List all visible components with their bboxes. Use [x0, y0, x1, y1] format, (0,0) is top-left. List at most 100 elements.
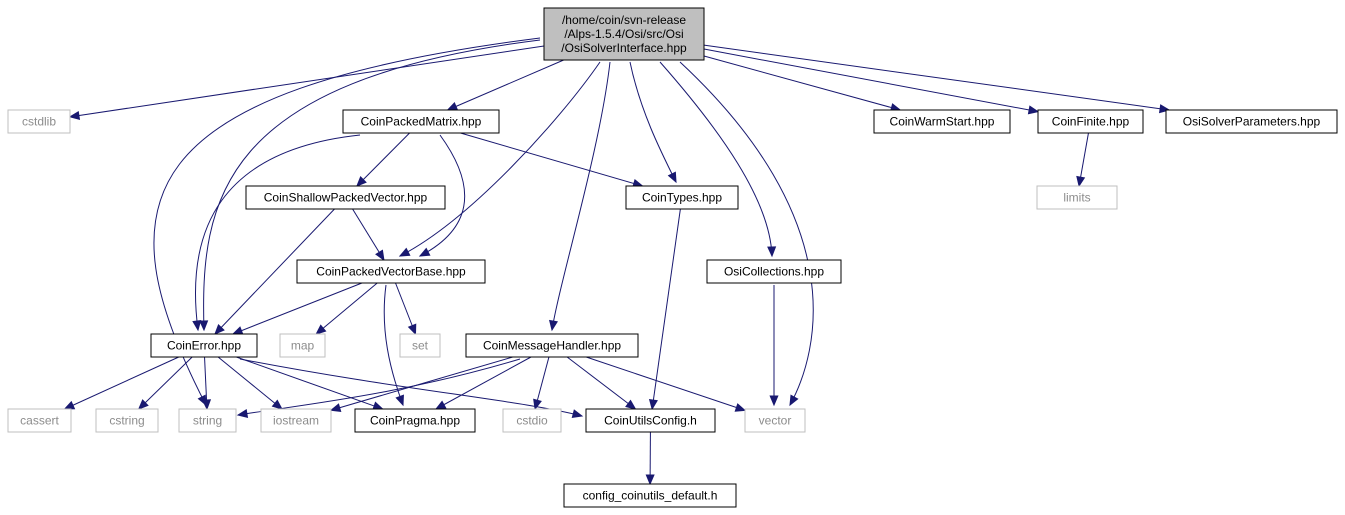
edge-coin-types-to-coin-utils-config — [648, 208, 681, 411]
node-set: set — [399, 333, 441, 358]
edge-root-to-osi-solver-parameters — [703, 44, 1171, 114]
node-coin-shallow-packed-vector[interactable]: CoinShallowPackedVector.hpp — [245, 185, 446, 210]
edge-root-to-coin-error — [199, 39, 541, 332]
node-box — [1037, 109, 1144, 134]
node-box — [744, 408, 806, 433]
node-label: cstdlib — [22, 115, 56, 129]
node-box — [543, 7, 705, 61]
edge-coin-error-to-string — [201, 356, 212, 411]
node-label: CoinShallowPackedVector.hpp — [264, 191, 428, 205]
edge-coin-message-handler-to-cstdio — [533, 356, 550, 411]
edge-root-to-osi-collections — [659, 61, 777, 258]
node-label: CoinPragma.hpp — [370, 414, 460, 428]
node-box — [1165, 109, 1338, 134]
node-label: OsiCollections.hpp — [724, 265, 824, 279]
edge-root-to-coin-finite — [703, 48, 1040, 115]
edge-coin-message-handler-to-vector — [586, 356, 747, 412]
nodes-layer: /home/coin/svn-release/Alps-1.5.4/Osi/sr… — [7, 7, 1338, 508]
node-label: CoinWarmStart.hpp — [890, 115, 995, 129]
node-coin-packed-matrix[interactable]: CoinPackedMatrix.hpp — [342, 109, 500, 134]
node-box — [342, 109, 500, 134]
node-box — [296, 259, 486, 284]
node-coin-message-handler[interactable]: CoinMessageHandler.hpp — [465, 333, 639, 358]
node-cassert: cassert — [7, 408, 72, 433]
node-limits: limits — [1036, 185, 1118, 210]
node-box — [585, 408, 716, 433]
node-cstdlib: cstdlib — [7, 109, 71, 134]
edge-coin-message-handler-to-iostream — [329, 356, 513, 412]
node-label: map — [291, 339, 315, 353]
edge-root-to-coin-message-handler — [549, 61, 611, 332]
node-label: cassert — [20, 414, 59, 428]
node-box — [706, 259, 842, 284]
node-box — [150, 333, 258, 358]
node-box — [7, 408, 72, 433]
node-coin-pragma[interactable]: CoinPragma.hpp — [354, 408, 476, 433]
node-osi-collections[interactable]: OsiCollections.hpp — [706, 259, 842, 284]
edge-coin-packed-matrix-to-coin-shallow-packed-vector — [356, 132, 410, 187]
node-label: CoinPackedMatrix.hpp — [361, 115, 482, 129]
edge-root-to-coin-packed-matrix — [446, 59, 564, 111]
edge-coin-error-to-iostream — [217, 356, 283, 410]
edge-coin-shallow-packed-vector-to-coin-packed-vector-base — [352, 208, 385, 262]
node-box — [245, 185, 446, 210]
node-label: CoinFinite.hpp — [1052, 115, 1130, 129]
node-box — [399, 333, 441, 358]
node-box — [354, 408, 476, 433]
edge-coin-message-handler-to-coin-pragma — [434, 356, 532, 410]
node-config-coinutils-default[interactable]: config_coinutils_default.h — [563, 483, 737, 508]
node-coin-packed-vector-base[interactable]: CoinPackedVectorBase.hpp — [296, 259, 486, 284]
node-vector: vector — [744, 408, 806, 433]
node-label: cstdio — [516, 414, 548, 428]
node-label: /OsiSolverInterface.hpp — [561, 41, 687, 55]
edge-coin-packed-vector-base-to-set — [395, 282, 417, 336]
node-box — [279, 333, 326, 358]
node-label: OsiSolverParameters.hpp — [1183, 115, 1321, 129]
node-coin-error[interactable]: CoinError.hpp — [150, 333, 258, 358]
node-box — [95, 408, 159, 433]
node-box — [625, 185, 739, 210]
node-label: CoinPackedVectorBase.hpp — [316, 265, 466, 279]
node-box — [1036, 185, 1118, 210]
edge-coin-shallow-packed-vector-to-coin-error — [214, 208, 335, 335]
node-box — [502, 408, 562, 433]
node-coin-warm-start[interactable]: CoinWarmStart.hpp — [873, 109, 1011, 134]
node-cstring: cstring — [95, 408, 159, 433]
node-box — [7, 109, 71, 134]
node-box — [178, 408, 237, 433]
edge-coin-message-handler-to-coin-utils-config — [566, 356, 637, 410]
node-label: cstring — [109, 414, 144, 428]
node-coin-finite[interactable]: CoinFinite.hpp — [1037, 109, 1144, 134]
edge-coin-utils-config-to-config-coinutils-default — [645, 431, 655, 486]
node-label: CoinMessageHandler.hpp — [483, 339, 621, 353]
node-label: set — [412, 339, 429, 353]
edge-coin-packed-vector-base-to-coin-error — [231, 282, 363, 335]
edge-coin-error-to-coin-pragma — [236, 356, 384, 411]
edge-coin-packed-vector-base-to-coin-pragma — [383, 284, 404, 407]
node-cstdio: cstdio — [502, 408, 562, 433]
node-box — [465, 333, 639, 358]
edge-osi-collections-to-vector — [769, 284, 779, 407]
edge-root-to-coin-warm-start — [703, 55, 902, 112]
node-coin-types[interactable]: CoinTypes.hpp — [625, 185, 739, 210]
node-label: limits — [1063, 191, 1090, 205]
edge-root-to-vector — [679, 61, 814, 407]
edge-root-to-cstdlib — [68, 45, 545, 120]
node-coin-utils-config[interactable]: CoinUtilsConfig.h — [585, 408, 716, 433]
edges-layer — [63, 37, 1171, 486]
node-osi-solver-parameters[interactable]: OsiSolverParameters.hpp — [1165, 109, 1338, 134]
node-root[interactable]: /home/coin/svn-release/Alps-1.5.4/Osi/sr… — [543, 7, 705, 61]
node-label: string — [193, 414, 222, 428]
node-label: /home/coin/svn-release — [562, 13, 686, 27]
edge-coin-packed-matrix-to-coin-error — [192, 134, 361, 332]
node-box — [873, 109, 1011, 134]
edge-coin-finite-to-limits — [1076, 132, 1089, 188]
edge-root-to-coin-types — [629, 61, 677, 184]
node-label: CoinTypes.hpp — [642, 191, 722, 205]
node-label: /Alps-1.5.4/Osi/src/Osi — [564, 27, 683, 41]
edge-coin-error-to-cassert — [63, 356, 179, 410]
node-label: iostream — [273, 414, 319, 428]
node-map: map — [279, 333, 326, 358]
node-string: string — [178, 408, 237, 433]
edge-root-to-coin-packed-vector-base — [398, 61, 601, 257]
